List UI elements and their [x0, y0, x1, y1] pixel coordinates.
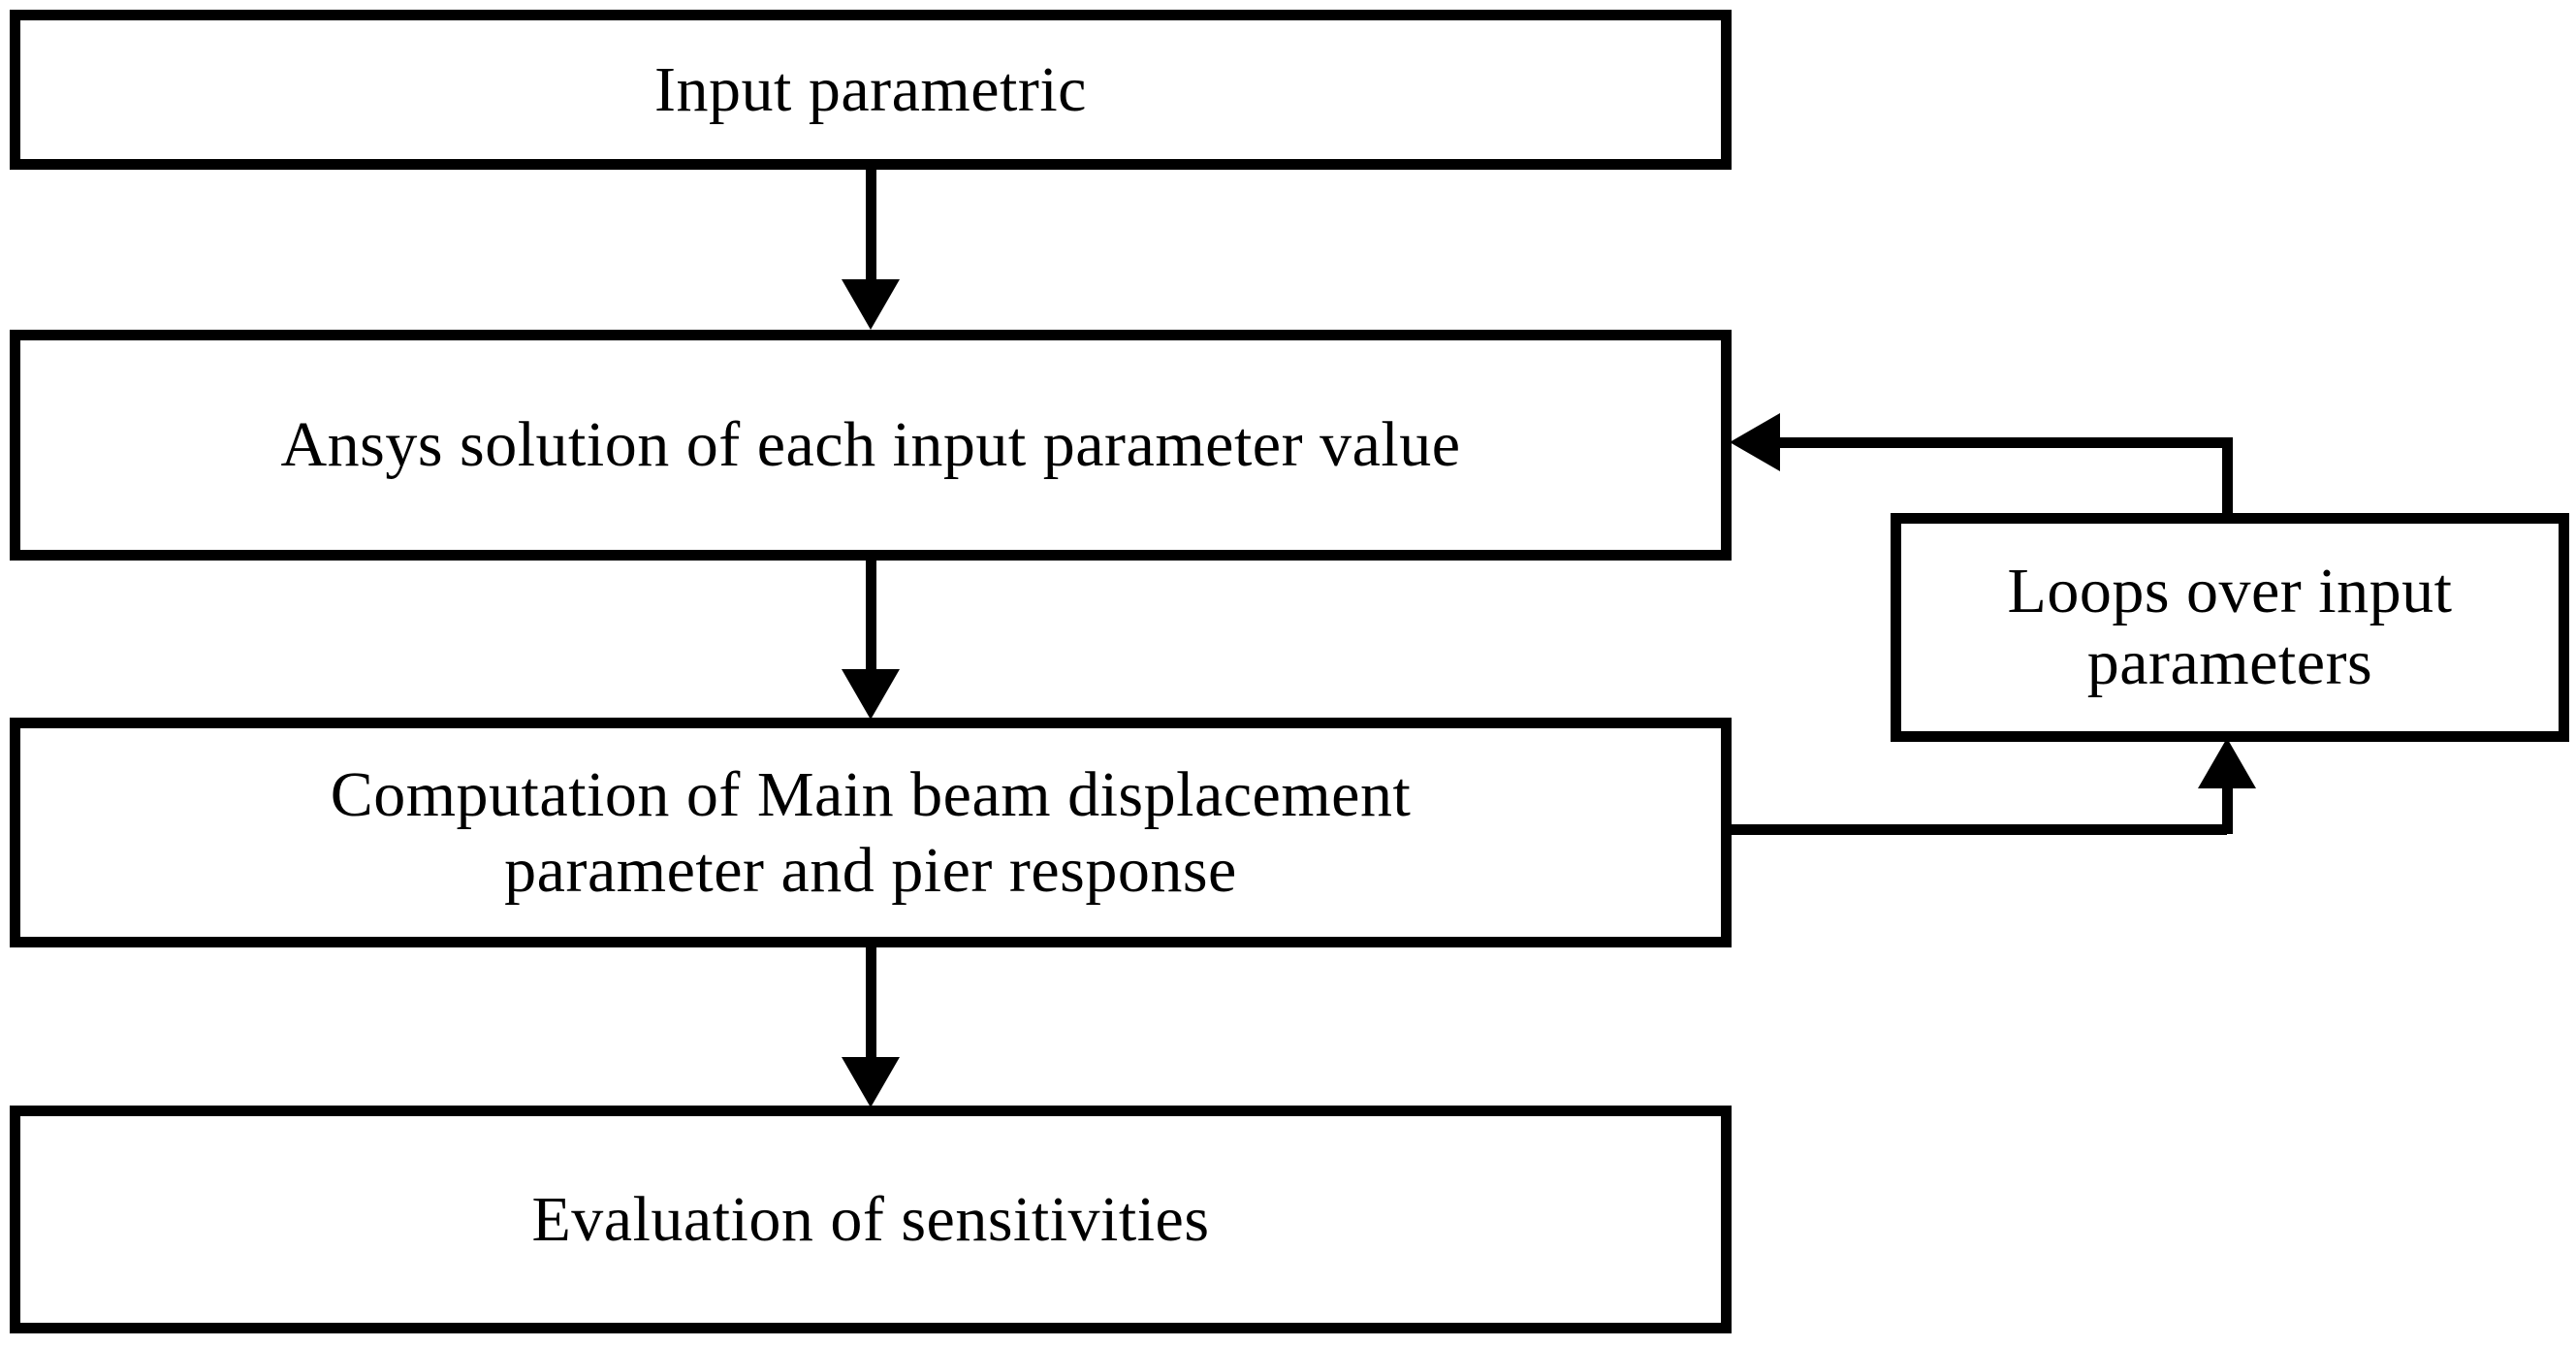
arrow-left-icon-loops-to-ansys [1730, 413, 1780, 471]
node-evaluation-of-sensitivities-label: Evaluation of sensitivities [531, 1183, 1210, 1255]
connector-ansys-to-compute-stem [866, 558, 876, 672]
arrow-up-icon-compute-to-loops [2198, 738, 2256, 788]
node-loops-over-input-parameters-label: Loops over input parameters [2007, 556, 2453, 698]
connector-compute-to-evaluation-stem [866, 945, 876, 1061]
node-computation-main-beam: Computation of Main beam displacement pa… [10, 718, 1732, 947]
node-input-parametric-label: Input parametric [654, 53, 1087, 125]
arrow-down-icon-compute-to-evaluation [842, 1057, 900, 1107]
node-computation-main-beam-label: Computation of Main beam displacement pa… [330, 758, 1412, 906]
connector-compute-to-loops-vertical [2222, 787, 2233, 834]
connector-loops-to-ansys-horizontal [1779, 437, 2227, 448]
arrow-down-icon-ansys-to-compute [842, 669, 900, 720]
node-ansys-solution: Ansys solution of each input parameter v… [10, 330, 1732, 561]
node-evaluation-of-sensitivities: Evaluation of sensitivities [10, 1106, 1732, 1333]
connector-input-to-ansys-stem [866, 167, 876, 283]
node-input-parametric: Input parametric [10, 10, 1732, 170]
connector-loops-to-ansys-vertical [2222, 437, 2233, 517]
node-ansys-solution-label: Ansys solution of each input parameter v… [280, 409, 1461, 481]
arrow-down-icon-input-to-ansys [842, 279, 900, 330]
connector-compute-to-loops-horizontal [1727, 824, 2227, 835]
node-loops-over-input-parameters: Loops over input parameters [1891, 513, 2569, 742]
